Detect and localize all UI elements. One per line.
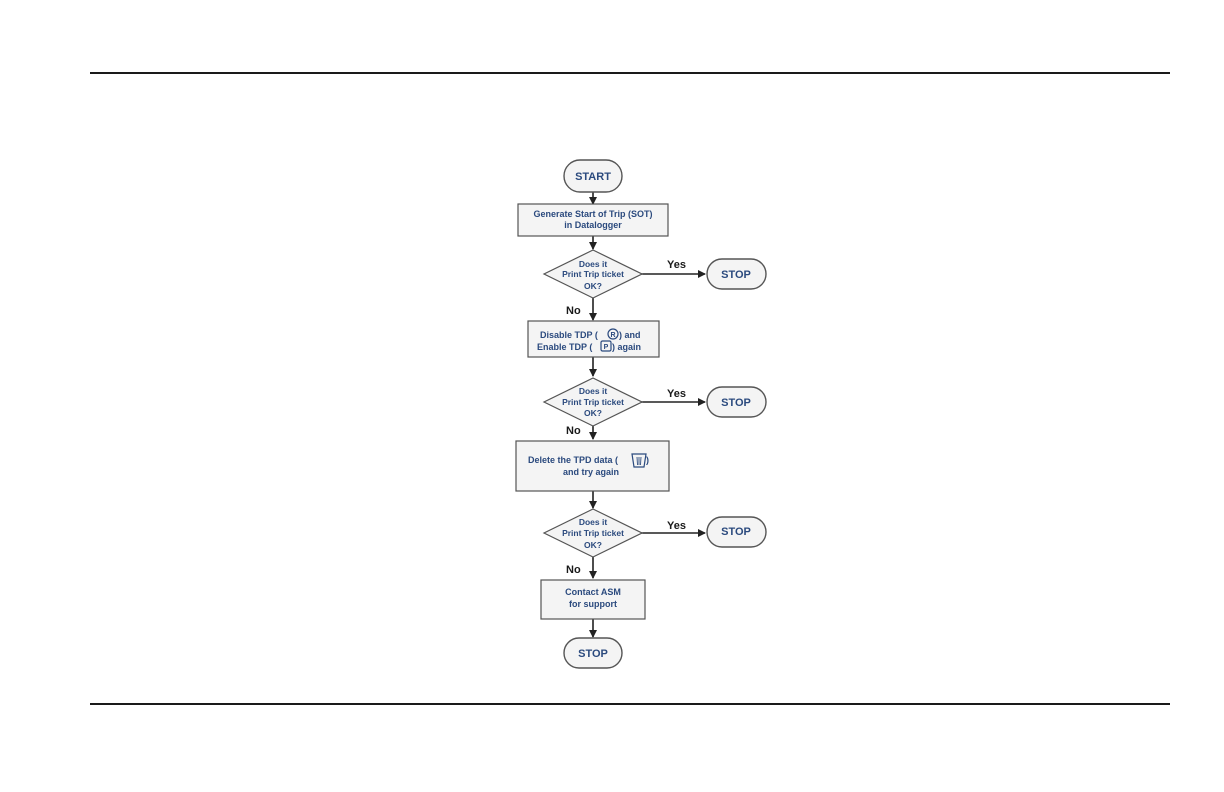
step3-line1-a: Delete the TPD data (: [528, 455, 618, 465]
decision2-yes-label: Yes: [667, 388, 686, 400]
decision2-line1: Does it: [579, 386, 608, 396]
decision3-no-label: No: [566, 564, 581, 576]
decision-2: Does it Print Trip ticket OK?: [544, 378, 642, 426]
step4-line1: Contact ASM: [565, 587, 621, 597]
start-terminal: START: [564, 160, 622, 192]
step-toggle-tdp: Disable TDP ( R ) and Enable TDP ( P ) a…: [528, 321, 659, 357]
step1-line2: in Datalogger: [564, 220, 622, 230]
step2-line1-b: ) and: [619, 330, 641, 340]
stop3-label: STOP: [721, 526, 751, 538]
decision1-yes-label: Yes: [667, 259, 686, 271]
step3-line1-b: ): [646, 455, 649, 465]
decision-1: Does it Print Trip ticket OK?: [544, 250, 642, 298]
step2-line2-b: ) again: [612, 342, 641, 352]
stop-terminal-1: STOP: [707, 259, 766, 289]
stop1-label: STOP: [721, 269, 751, 281]
decision2-no-label: No: [566, 425, 581, 437]
decision1-no-label: No: [566, 305, 581, 317]
start-label: START: [575, 171, 611, 183]
decision1-line1: Does it: [579, 259, 608, 269]
decision3-line1: Does it: [579, 517, 608, 527]
decision2-line3: OK?: [584, 408, 602, 418]
decision3-line2: Print Trip ticket: [562, 528, 624, 538]
step-generate-sot: Generate Start of Trip (SOT) in Datalogg…: [518, 204, 668, 236]
step1-line1: Generate Start of Trip (SOT): [533, 209, 652, 219]
step-delete-tpd: Delete the TPD data ( ) and try again: [516, 441, 669, 491]
decision1-line3: OK?: [584, 281, 602, 291]
stop-terminal-final: STOP: [564, 638, 622, 668]
step4-line2: for support: [569, 599, 617, 609]
svg-text:P: P: [604, 344, 609, 351]
step3-line2: and try again: [563, 467, 619, 477]
decision3-line3: OK?: [584, 540, 602, 550]
stop-terminal-2: STOP: [707, 387, 766, 417]
stop2-label: STOP: [721, 397, 751, 409]
decision2-line2: Print Trip ticket: [562, 397, 624, 407]
svg-text:R: R: [610, 332, 615, 339]
decision3-yes-label: Yes: [667, 520, 686, 532]
step-contact-asm: Contact ASM for support: [541, 580, 645, 619]
stop-final-label: STOP: [578, 648, 608, 660]
decision-3: Does it Print Trip ticket OK?: [544, 509, 642, 557]
step2-line1-a: Disable TDP (: [540, 330, 598, 340]
step2-line2-a: Enable TDP (: [537, 342, 592, 352]
decision1-line2: Print Trip ticket: [562, 269, 624, 279]
stop-terminal-3: STOP: [707, 517, 766, 547]
